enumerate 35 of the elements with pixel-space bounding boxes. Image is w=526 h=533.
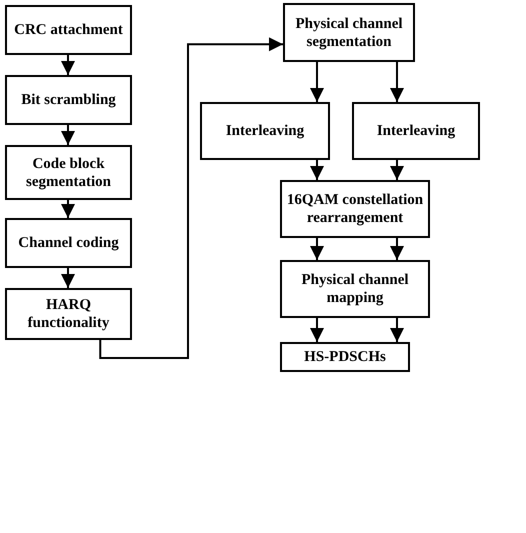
process-box [352, 102, 480, 160]
box-label: Interleaving [376, 122, 456, 140]
box-label: Code block segmentation [25, 154, 112, 190]
arrow [61, 125, 75, 145]
process-box [5, 145, 132, 200]
box-label: HARQ functionality [26, 296, 110, 332]
box-label: Interleaving [226, 122, 304, 140]
box-label: Bit scrambling [21, 91, 116, 109]
arrow [61, 55, 75, 75]
box-label: HS-PDSCHs [304, 348, 386, 366]
box-label: 16QAM constellation rearrangement [286, 191, 424, 227]
arrow [99, 37, 283, 359]
process-box [283, 3, 415, 62]
arrow [310, 318, 324, 342]
arrow [61, 268, 75, 288]
process-box [200, 102, 330, 160]
arrow [390, 62, 404, 102]
process-box [5, 218, 132, 268]
arrow [390, 318, 404, 342]
process-box [5, 288, 132, 340]
process-box [5, 75, 132, 125]
box-label: CRC attachment [14, 21, 123, 39]
box-label: Channel coding [18, 234, 119, 252]
box-label: Physical channel segmentation [294, 14, 404, 50]
arrow [310, 238, 324, 260]
arrow [61, 200, 75, 218]
arrow [310, 62, 324, 102]
arrow [390, 238, 404, 260]
box-label: Physical channel mapping [300, 271, 410, 307]
process-box [5, 5, 132, 55]
arrow [310, 160, 324, 180]
arrow [390, 160, 404, 180]
process-box [280, 260, 430, 318]
process-box [280, 342, 410, 372]
process-box [280, 180, 430, 238]
